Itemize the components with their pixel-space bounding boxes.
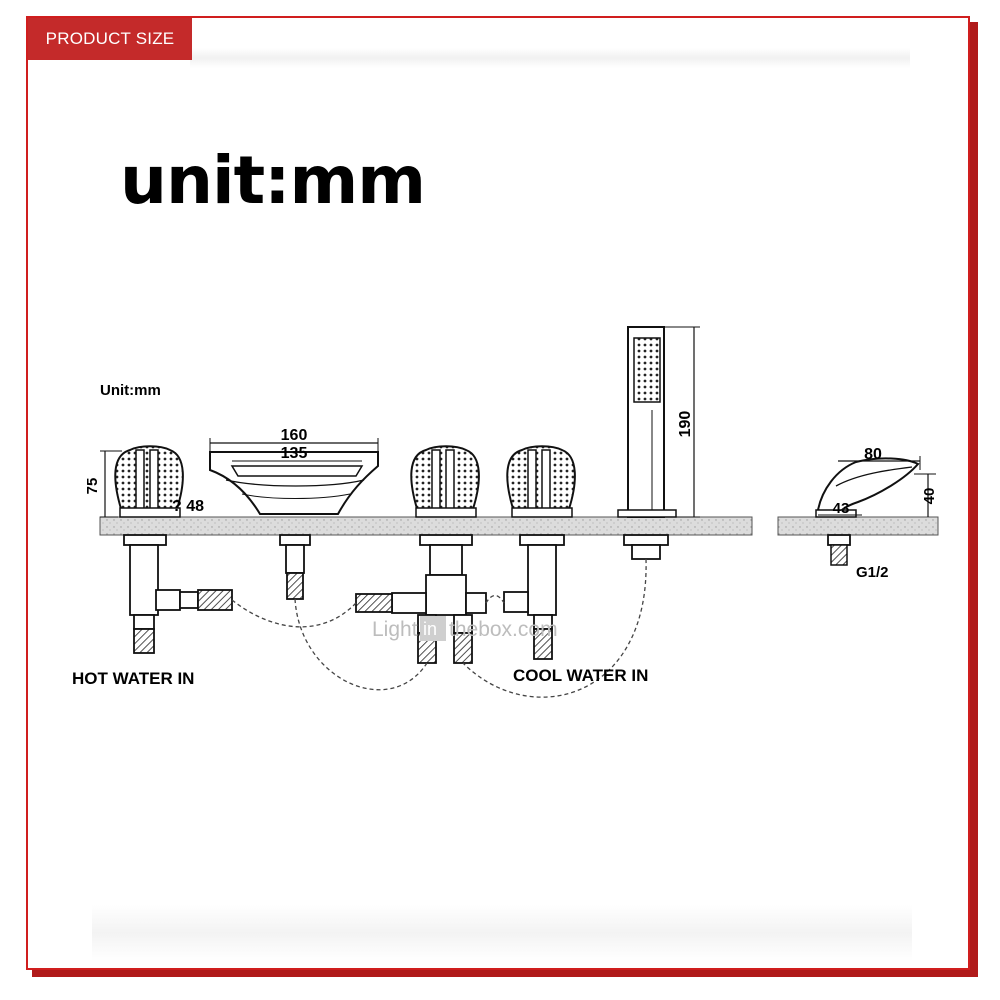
- watermark-left: Light: [372, 618, 418, 641]
- waterfall-spout: [209, 451, 379, 515]
- dim-40: 40: [921, 488, 938, 505]
- hand-shower: [617, 326, 677, 518]
- hot-water-label: HOT WATER IN: [72, 669, 194, 688]
- spout-shank: [279, 534, 311, 600]
- dim-135: 135: [281, 445, 308, 462]
- unit-title: unit:mm: [120, 142, 426, 219]
- spout-side-view: [815, 457, 920, 566]
- deck-spout: [777, 516, 939, 536]
- handle-hot: [114, 445, 184, 518]
- dim-75: 75: [84, 478, 101, 495]
- deck-main: [99, 516, 753, 536]
- dim-80: 80: [864, 446, 882, 463]
- hot-valve-body: [123, 534, 181, 654]
- dim-190: 190: [677, 411, 694, 438]
- mixer-valve-body: [355, 534, 487, 664]
- bottom-band: [92, 905, 912, 961]
- watermark-box: in: [423, 619, 437, 639]
- dim-43: 43: [833, 500, 850, 517]
- cold-valve-body: [503, 534, 565, 660]
- shower-hose-connector: [623, 534, 669, 560]
- product-size-badge: PRODUCT SIZE: [28, 18, 192, 60]
- top-band: [190, 48, 910, 68]
- cool-water-label: COOL WATER IN: [513, 666, 648, 685]
- dim-160: 160: [281, 427, 308, 444]
- watermark-logo: Light in thebox.com: [372, 616, 558, 641]
- hot-hose-connector: [179, 589, 233, 611]
- watermark-right: thebox.com: [449, 618, 558, 641]
- unit-note: Unit:mm: [100, 382, 161, 399]
- product-frame: [26, 16, 970, 970]
- thread-label: G1/2: [856, 564, 889, 581]
- hoses: [231, 558, 647, 698]
- handle-mixer: [410, 445, 480, 518]
- dim-48: ? 48: [172, 498, 204, 515]
- handle-cold: [506, 445, 576, 518]
